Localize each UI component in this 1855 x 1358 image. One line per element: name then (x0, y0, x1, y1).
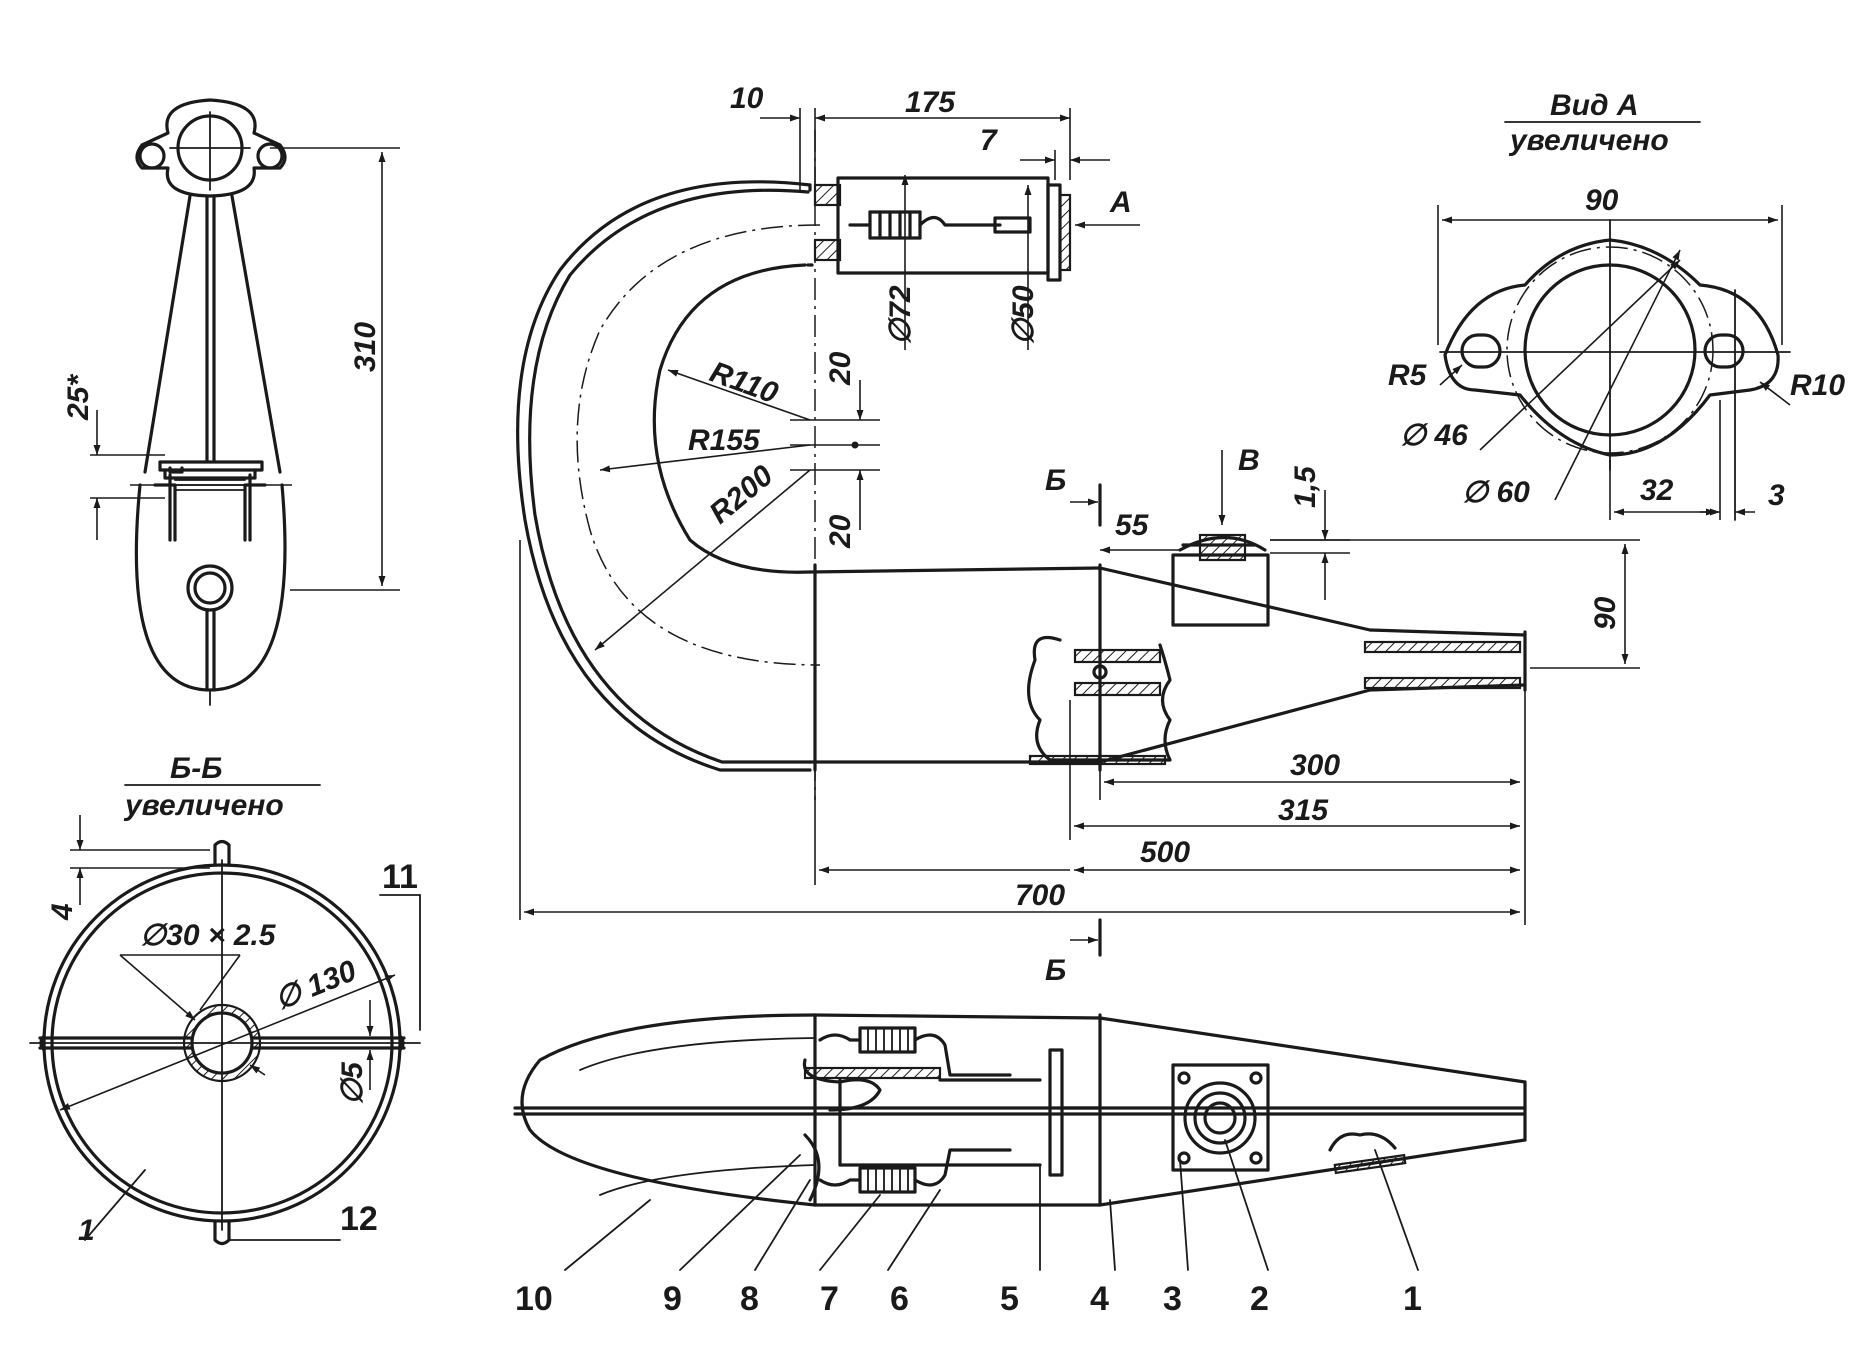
dim-500: 500 (1140, 836, 1190, 869)
dim-315: 315 (1278, 794, 1329, 827)
spring-plan-top (818, 1026, 1012, 1077)
view-a-dim-d60: ∅ 60 (1462, 476, 1530, 509)
part-2: 2 (1250, 1280, 1269, 1318)
plan-view: 10 9 8 7 6 5 4 3 2 1 (513, 1013, 1527, 1318)
view-a-subtitle: увеличено (1508, 124, 1669, 157)
spring-plan-bottom (818, 1148, 1012, 1194)
section-dim-tube: ∅30 × 2.5 (140, 919, 277, 952)
side-view: А 10 175 7 ∅72 ∅50 R110 R155 R200 20 20 (516, 82, 1640, 987)
dim-300: 300 (1290, 749, 1340, 782)
view-a-dim-r5: R5 (1388, 359, 1428, 392)
front-view: 310 25* (62, 98, 400, 706)
dim-175: 175 (905, 86, 956, 119)
dim-20-bottom: 20 (824, 514, 857, 549)
dim-r200: R200 (703, 459, 779, 531)
part-4: 4 (1090, 1280, 1109, 1318)
dim-r110: R110 (706, 356, 783, 411)
view-a-dim-90: 90 (1585, 184, 1619, 217)
dim-r155: R155 (688, 424, 761, 457)
dim-d72: ∅72 (884, 285, 917, 345)
section-b-top: Б (1045, 464, 1066, 497)
part-7: 7 (820, 1280, 839, 1318)
part-5: 5 (1000, 1280, 1019, 1318)
dim-55: 55 (1115, 509, 1150, 542)
part-1: 1 (1403, 1280, 1422, 1318)
part-6: 6 (890, 1280, 909, 1318)
front-dim-25: 25* (62, 374, 95, 421)
arrow-a-label: А (1109, 186, 1132, 219)
spring-top (848, 210, 1032, 240)
part-number-labels: 10 9 8 7 6 5 4 3 2 1 (515, 1280, 1422, 1318)
dim-700: 700 (1015, 879, 1065, 912)
section-bb-subtitle: увеличено (123, 789, 284, 822)
section-dim-d5: ∅5 (336, 1061, 369, 1105)
dim-1-5: 1,5 (1289, 465, 1322, 508)
view-a: Вид А увеличено 90 ∅ 46 ∅ 60 R5 R10 32 (1388, 89, 1845, 521)
dim-20-top: 20 (824, 351, 857, 386)
dim-90-side: 90 (1589, 596, 1622, 630)
part-8: 8 (740, 1280, 759, 1318)
dim-10: 10 (730, 82, 764, 115)
view-a-dim-r10: R10 (1790, 369, 1845, 402)
section-dim-4: 4 (46, 903, 79, 921)
dim-7: 7 (980, 124, 998, 157)
callout-12: 12 (340, 1200, 378, 1238)
view-a-dim-32: 32 (1640, 474, 1674, 507)
arrow-v-label: В (1238, 444, 1260, 477)
view-a-title: Вид А (1550, 89, 1639, 122)
view-a-dim-d46: ∅ 46 (1400, 419, 1468, 452)
part-9: 9 (663, 1280, 682, 1318)
part-10: 10 (515, 1280, 553, 1318)
section-bb-title: Б-Б (170, 752, 222, 785)
dim-d50: ∅50 (1007, 285, 1040, 345)
callout-11: 11 (382, 858, 418, 896)
view-a-dim-3: 3 (1768, 479, 1785, 512)
front-dim-310: 310 (349, 322, 382, 372)
section-b-bottom: Б (1045, 954, 1066, 987)
section-bb: Б-Б увеличено 4 ∅30 × 2.5 ∅ 130 (29, 752, 421, 1247)
callout-1: 1 (78, 1214, 95, 1247)
part-3: 3 (1163, 1280, 1182, 1318)
